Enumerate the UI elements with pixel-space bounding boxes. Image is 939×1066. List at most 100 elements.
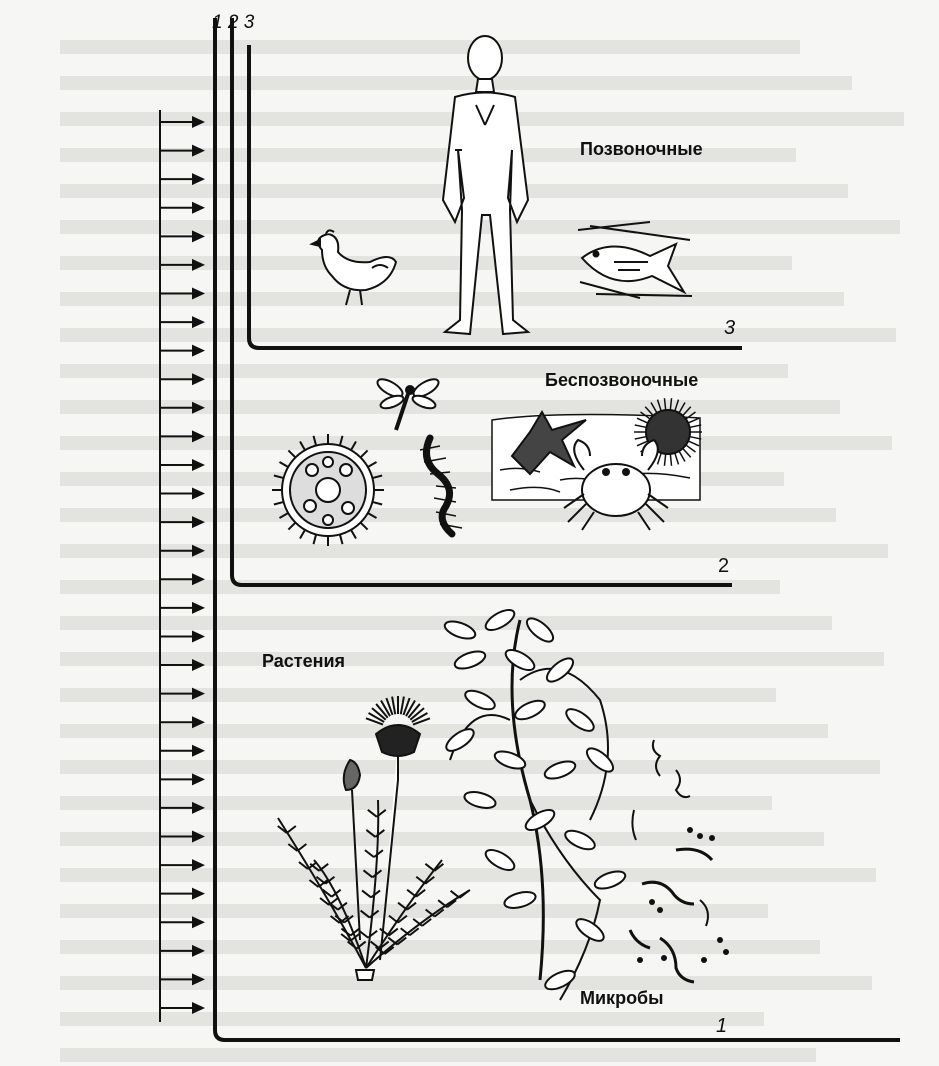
radiolarian-spike [340,436,343,446]
radiolarian-spike [300,530,305,539]
shrub-leaf [503,646,538,674]
urchin-spine [670,398,671,410]
wormwood-leaf [388,938,397,945]
radiolarian-spike [361,450,368,457]
radiolarian-spike [300,442,305,451]
arrow-head [192,945,205,957]
arrow-head [192,659,205,671]
radiolarian-spike [288,450,295,457]
thistle-hair [401,697,404,715]
arrow-head [192,888,205,900]
wormwood-leaf [371,890,380,897]
shrub-leaf [563,705,597,735]
shrub-leaf [513,697,548,723]
arrow-head [192,145,205,157]
shrub-leaf [463,687,498,713]
arrow-head [192,859,205,871]
shrub-leaf [563,827,598,853]
arrow-head [192,316,205,328]
chicken-icon [312,230,396,305]
arrow-head [192,1002,205,1014]
thistle-icon [376,725,420,960]
arrow-head [192,831,205,843]
radiolarian-spike [361,523,368,530]
shrub-branch-icon [450,620,608,1000]
arrow-head [192,602,205,614]
shrub-leaf [443,725,477,755]
shrub-leaf [523,614,557,645]
urchin-spine [675,400,679,411]
wormwood-leaves [278,810,469,954]
label-invertebrates: Беспозвоночные [545,370,698,390]
wormwood-leaf [370,911,379,918]
incoming-arrows [160,116,205,1014]
plantain-icon [344,760,360,940]
wormwood-leaf [389,916,398,923]
shrub-leaf [583,744,617,775]
line-number-1: 1 [716,1015,727,1037]
arrow-head [192,973,205,985]
microbe-dot [709,835,715,841]
arrow-head [192,630,205,642]
wormwood-leaf [416,877,425,884]
wormwood-leaf [361,911,370,918]
wormwood-leaf [460,891,469,898]
microbe-dot [687,827,693,833]
arrow-head [192,202,205,214]
shrub-leaf [593,868,628,892]
arrow-head [192,459,205,471]
wormwood-leaf [451,891,460,898]
label-vertebrates: Позвоночные [580,139,703,159]
arrow-head [192,516,205,528]
arrow-head [192,916,205,928]
shrub-leaf [543,967,578,993]
wormwood-leaf [368,810,377,817]
wormwood-leaf [365,850,374,857]
microbe-dot [649,899,655,905]
radiolarian-spike [288,523,295,530]
arrow-head [192,688,205,700]
arrow-head [192,573,205,585]
shrub-leaf [493,748,528,772]
wormwood-leaf [362,890,371,897]
wormwood-leaf [375,830,384,837]
arrow-head [192,373,205,385]
wormwood-leaf [374,850,383,857]
arrow-head [192,488,205,500]
radiolarian-spike [274,502,284,505]
radiolarian-spike [351,442,356,451]
radiolarian-spike [280,462,289,467]
arrow-head [192,545,205,557]
arrow-head [192,745,205,757]
wormwood-leaf [287,826,296,833]
arrow-head [192,230,205,242]
radiolarian-spike [314,534,317,544]
microbe-dot [701,957,707,963]
shrub-leaf [483,846,518,874]
arrow-head [192,773,205,785]
arrow-head [192,402,205,414]
shrub-leaf [503,889,538,911]
wormwood-icon [278,800,470,980]
urchin-spine [657,400,661,411]
microbe-dots [637,827,729,963]
shrub-leaf [453,648,488,672]
wormwood-leaf [366,830,375,837]
arrow-head [192,430,205,442]
wormwood-leaf [363,870,372,877]
radiolarian-spike [274,476,284,479]
wormwood-leaf [407,890,416,897]
microbe-dot [717,937,723,943]
radiolarian-spike [372,502,382,505]
urchin-spine [664,398,665,410]
urchin-spine [683,407,691,416]
thistle-flower-head [366,696,430,725]
centipede-icon [420,438,462,534]
urchin-spine [645,407,653,416]
wormwood-leaf [380,929,389,936]
shrub-leaf [443,618,478,642]
shrub-leaf [543,758,578,782]
arrow-head [192,116,205,128]
label-plants: Растения [262,651,345,671]
radiolarian-spike [351,530,356,539]
